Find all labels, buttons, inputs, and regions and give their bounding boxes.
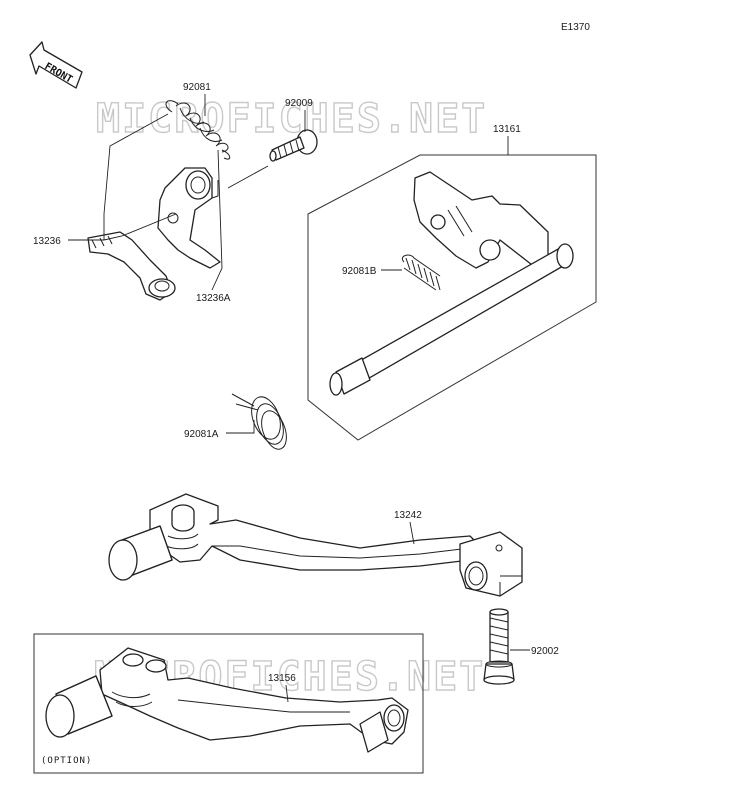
- label-92009: 92009: [285, 98, 313, 109]
- bolt-92009: [269, 129, 318, 162]
- reference-code: E1370: [561, 22, 590, 33]
- label-92081B: 92081B: [342, 266, 377, 277]
- label-13161: 13161: [493, 124, 521, 135]
- bolt-92002: [483, 608, 515, 685]
- label-92081: 92081: [183, 82, 211, 93]
- label-13236: 13236: [33, 236, 61, 247]
- option-box: [33, 633, 424, 774]
- watermark-top: MICROFICHES.NET: [96, 96, 487, 142]
- shift-pedal-13242: [108, 493, 523, 597]
- group-box-13161: [307, 154, 597, 441]
- label-92002: 92002: [531, 646, 559, 657]
- bracket-13236A: [157, 167, 221, 269]
- spring-92081: [165, 100, 231, 160]
- arm-13236: [87, 231, 176, 301]
- label-13156: 13156: [268, 673, 296, 684]
- front-arrow-icon: FRONT: [29, 41, 83, 89]
- label-13242: 13242: [394, 510, 422, 521]
- spring-92081A: [231, 393, 287, 450]
- shift-shaft-13161: [329, 171, 574, 396]
- option-label: (OPTION): [41, 756, 92, 766]
- label-13236A: 13236A: [196, 293, 231, 304]
- option-pedal-13156: [45, 647, 409, 753]
- spring-92081B: [401, 254, 441, 291]
- label-92081A: 92081A: [184, 429, 219, 440]
